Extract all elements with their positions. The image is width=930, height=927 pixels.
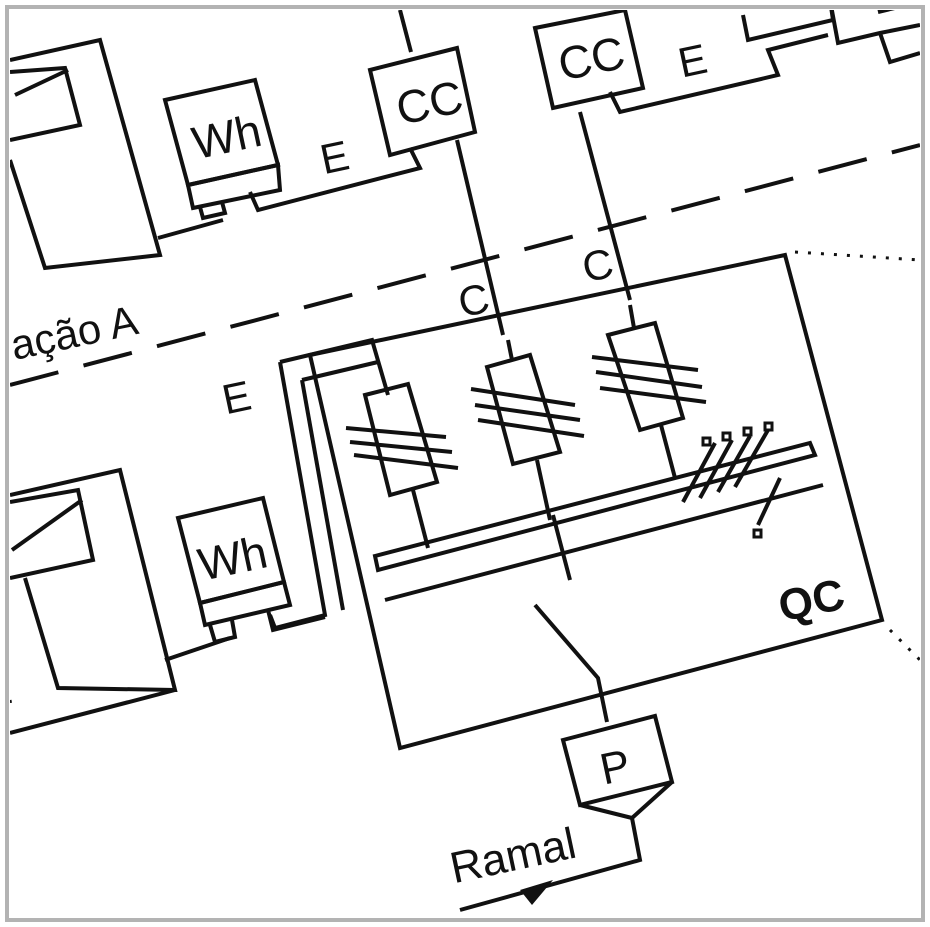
bus-bar <box>372 440 824 602</box>
cc-box-right <box>532 10 920 301</box>
breakers <box>681 421 782 539</box>
wh-meter-bottom <box>175 495 326 645</box>
fuse-2 <box>470 339 585 521</box>
wh-meter-top <box>162 77 423 221</box>
property-boundary-dashed <box>10 143 920 387</box>
main-switch <box>533 603 609 723</box>
image-frame <box>5 5 925 922</box>
top-left-apartment-panel <box>10 37 224 271</box>
fuse-3 <box>591 304 707 479</box>
qc-panel <box>307 252 885 751</box>
dotted-line-upper <box>794 250 920 262</box>
p-box <box>459 713 675 912</box>
cc-box-left <box>367 10 505 336</box>
ramal-arrow <box>520 880 553 905</box>
fuse-1 <box>345 381 459 549</box>
dotted-line-left <box>10 699 14 713</box>
